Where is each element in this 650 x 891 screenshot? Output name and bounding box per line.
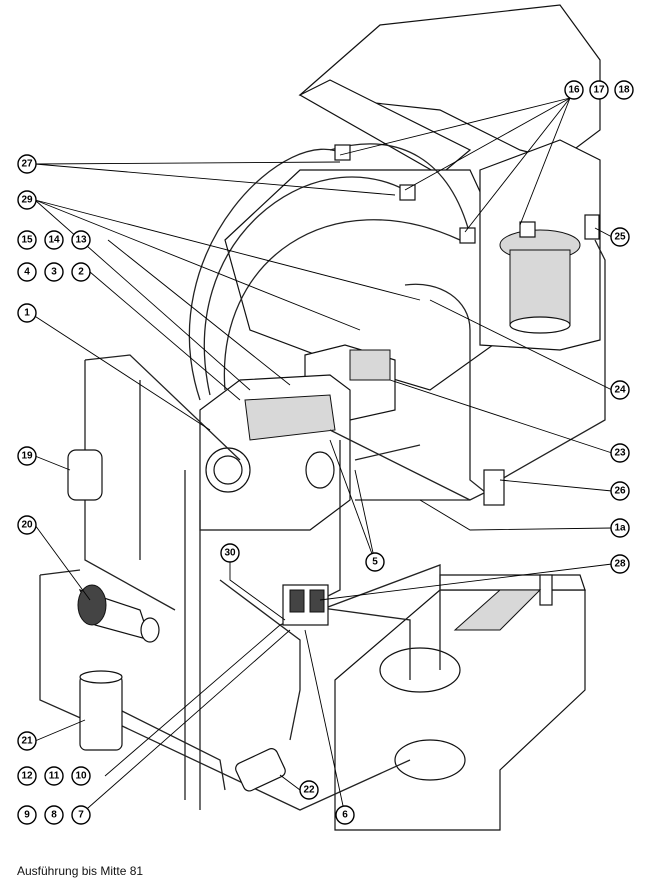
svg-text:16: 16 [568,85,580,96]
svg-text:19: 19 [21,451,33,462]
callout-13: 13 [71,230,91,250]
svg-text:17: 17 [593,85,605,96]
electric-fuel-pump-20 [77,584,160,643]
engine-body-outline [199,4,601,831]
fuel-distributor-6 [282,584,329,626]
callout-9: 9 [17,805,37,825]
callout-7: 7 [71,805,91,825]
svg-text:2: 2 [78,267,84,278]
callout-10: 10 [71,766,91,786]
valve-26 [483,469,505,506]
callout-11: 11 [44,766,64,786]
svg-text:28: 28 [614,559,626,570]
callout-5: 5 [365,552,385,572]
svg-text:6: 6 [342,810,348,821]
injectors-16-18 [334,144,536,244]
svg-text:23: 23 [614,448,626,459]
fuel-filter-19 [67,449,103,501]
svg-text:29: 29 [21,195,33,206]
callout-15: 15 [17,230,37,250]
svg-text:26: 26 [614,486,626,497]
accumulator-21 [79,670,123,751]
svg-text:3: 3 [51,267,57,278]
svg-text:14: 14 [48,235,60,246]
svg-text:25: 25 [614,232,626,243]
svg-text:4: 4 [24,267,30,278]
svg-text:22: 22 [303,785,315,796]
svg-text:27: 27 [21,159,33,170]
callout-17: 17 [589,80,609,100]
callout-6: 6 [335,805,355,825]
svg-text:13: 13 [75,235,87,246]
callout-26: 26 [610,481,630,501]
svg-text:18: 18 [618,85,630,96]
svg-text:20: 20 [21,520,33,531]
callout-22: 22 [299,780,319,800]
svg-text:24: 24 [614,385,626,396]
callout-1: 1 [17,303,37,323]
callout-30: 30 [220,543,240,563]
callout-2: 2 [71,262,91,282]
callout-24: 24 [610,380,630,400]
callout-23: 23 [610,443,630,463]
svg-text:8: 8 [51,810,57,821]
callout-29: 29 [17,190,37,210]
svg-text:12: 12 [21,771,33,782]
svg-text:15: 15 [21,235,33,246]
callout-1a: 1a [610,518,630,538]
svg-text:7: 7 [78,810,84,821]
leader-lines [29,97,613,816]
figure-caption: Ausführung bis Mitte 81 [17,864,144,878]
callout-8: 8 [44,805,64,825]
callout-12: 12 [17,766,37,786]
callout-4: 4 [17,262,37,282]
injector-25 [584,214,600,240]
svg-text:10: 10 [75,771,87,782]
svg-text:5: 5 [372,557,378,568]
callout-20: 20 [17,515,37,535]
callout-3: 3 [44,262,64,282]
svg-text:9: 9 [24,810,30,821]
svg-text:30: 30 [224,548,236,559]
callout-28: 28 [610,554,630,574]
svg-text:11: 11 [49,771,60,782]
svg-text:1a: 1a [614,523,626,534]
callout-21: 21 [17,731,37,751]
callout-25: 25 [610,227,630,247]
callout-16: 16 [564,80,584,100]
callout-19: 19 [17,446,37,466]
callout-18: 18 [614,80,634,100]
fuel-filter-22 [235,748,286,792]
svg-text:1: 1 [24,308,30,319]
callout-14: 14 [44,230,64,250]
svg-text:21: 21 [21,736,33,747]
callout-27: 27 [17,154,37,174]
